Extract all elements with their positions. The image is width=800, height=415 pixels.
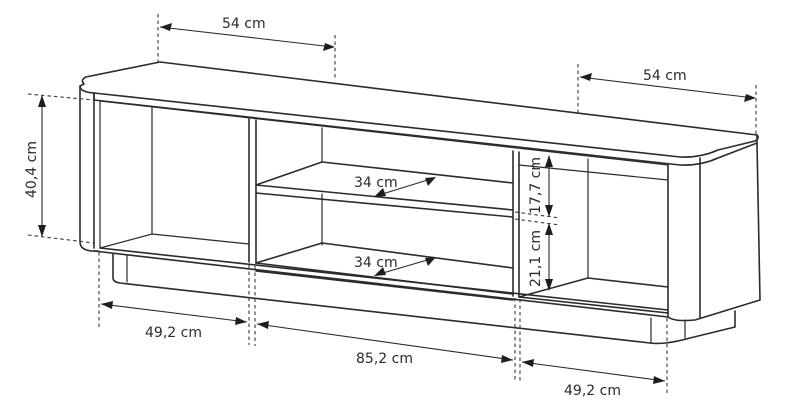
- dim-label-top-depth-left: 54 cm: [222, 16, 266, 32]
- dim-label-top-depth-right: 54 cm: [643, 68, 687, 84]
- upper-shelf: [255, 161, 514, 186]
- dim-label-right-width: 49,2 cm: [564, 383, 621, 399]
- dim-label-lower-shelf-depth: 34 cm: [354, 255, 398, 271]
- dim-label-left-width: 49,2 cm: [145, 325, 202, 341]
- dim-label-upper-shelf-height: 17,7 cm: [528, 157, 544, 214]
- lower-shelf: [255, 242, 514, 269]
- dim-label-middle-width: 85,2 cm: [356, 351, 413, 367]
- dimension-lines: [27, 14, 757, 395]
- right-side-panel: [667, 142, 761, 322]
- dim-label-height: 40,4 cm: [24, 141, 40, 198]
- left-side-panel: [79, 85, 99, 252]
- tv-stand-body: [79, 61, 761, 345]
- dim-label-lower-shelf-height: 21,1 cm: [528, 230, 544, 287]
- dim-label-upper-shelf-depth: 34 cm: [354, 175, 398, 191]
- top-slab: [79, 61, 759, 158]
- plinth: [112, 253, 736, 345]
